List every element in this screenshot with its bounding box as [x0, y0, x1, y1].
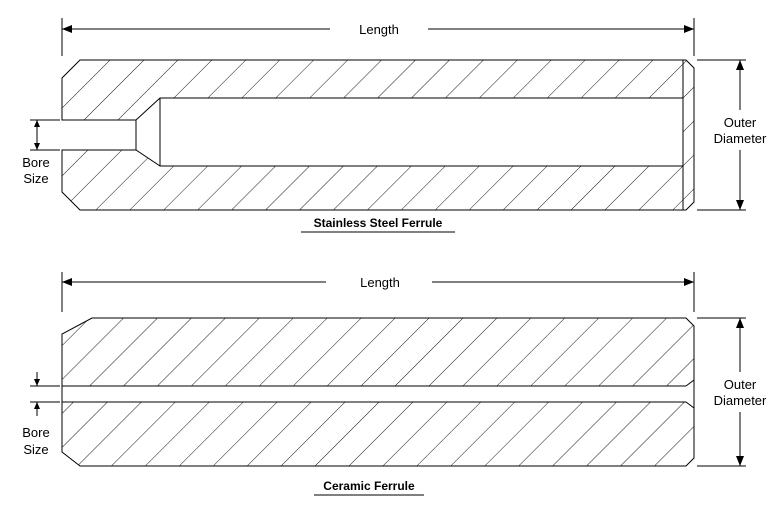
steel-title: Stainless Steel Ferrule	[301, 216, 455, 233]
steel-bore-label-2: Size	[23, 171, 48, 186]
steel-outer-diameter-dimension: Outer Diameter	[697, 59, 767, 211]
steel-length-dimension: Length	[61, 18, 695, 56]
ceramic-length-label: Length	[360, 275, 400, 290]
steel-title-text: Stainless Steel Ferrule	[314, 216, 443, 230]
steel-outer-label-1: Outer	[724, 115, 757, 130]
ceramic-length-dimension: Length	[61, 272, 695, 312]
ceramic-title: Ceramic Ferrule	[314, 479, 424, 496]
steel-outer-label-2: Diameter	[714, 131, 767, 146]
steel-bore-label-1: Bore	[22, 155, 49, 170]
ceramic-body	[61, 317, 695, 467]
ceramic-bore-label-1: Bore	[22, 425, 49, 440]
ceramic-outer-label-2: Diameter	[714, 393, 767, 408]
ceramic-outer-diameter-dimension: Outer Diameter	[697, 317, 767, 467]
ceramic-outer-label-1: Outer	[724, 377, 757, 392]
ceramic-title-text: Ceramic Ferrule	[323, 479, 415, 493]
steel-ferrule: Length Outer Diameter	[22, 18, 767, 233]
steel-bore-dimension: Bore Size	[22, 119, 60, 186]
steel-length-label: Length	[359, 22, 399, 37]
ceramic-ferrule: Length Outer Diameter	[22, 272, 767, 496]
steel-body	[61, 59, 695, 211]
ceramic-bore-dimension: Bore Size	[22, 372, 60, 457]
ceramic-bore-label-2: Size	[23, 442, 48, 457]
